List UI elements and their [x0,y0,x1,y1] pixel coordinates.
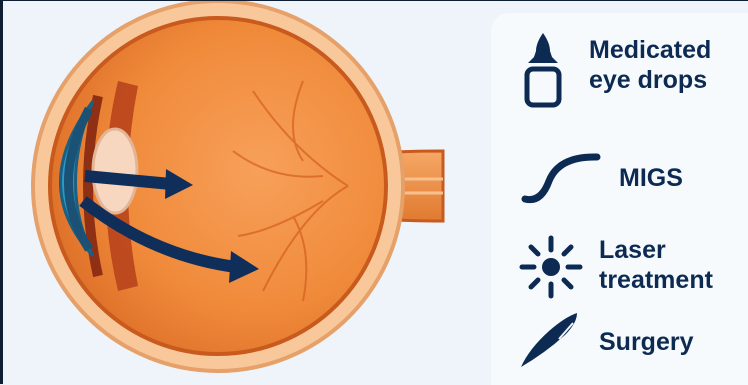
stent-curve-icon [519,151,603,207]
eye-drops-bottle-icon [523,33,563,109]
treatment-label-laser: Laser treatment [599,235,713,295]
lens [93,129,137,213]
treatment-label-surgery: Surgery [599,327,693,357]
laser-burst-icon [519,235,583,299]
treatment-label-eye-drops: Medicated eye drops [589,35,711,95]
scalpel-icon [515,309,585,373]
treatment-label-migs: MIGS [619,163,683,193]
eye-illustration [3,1,493,385]
